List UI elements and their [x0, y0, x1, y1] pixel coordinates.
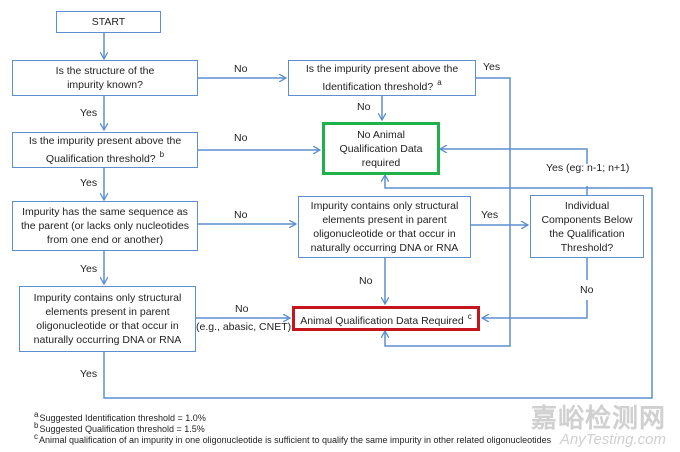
- no-animal-qualification-box: No Animal Qualification Data required: [322, 122, 440, 175]
- edge-label-structural-right-no: No: [359, 275, 373, 287]
- qualification-threshold-box: Is the impurity present above the Qualif…: [12, 132, 198, 168]
- qualification-threshold-label: Is the impurity present above the Qualif…: [28, 135, 182, 165]
- structure-known-box: Is the structure of the impurity known?: [12, 60, 198, 96]
- footnote-c: cAnimal qualification of an impurity in …: [34, 432, 552, 445]
- edge-label-qualification-yes: Yes: [80, 177, 98, 189]
- watermark-cn: 嘉峪检测网: [530, 404, 666, 434]
- structural-elements-left-label: Impurity contains only structural elemen…: [33, 292, 182, 346]
- individual-components-box: Individual Components Below the Qualific…: [530, 195, 644, 258]
- edge-label-sequence-no: No: [234, 209, 248, 221]
- footnote-b: bSuggested Qualification threshold = 1.5…: [34, 421, 205, 434]
- edge-label-individual-yes: Yes (eg: n-1; n+1): [546, 162, 630, 174]
- edge-label-structure-yes: Yes: [80, 107, 98, 119]
- structural-elements-right-box: Impurity contains only structural elemen…: [298, 196, 471, 258]
- edge-label-sequence-yes: Yes: [80, 263, 98, 275]
- edge-individual-no-lower: [482, 300, 588, 318]
- edge-label-identification-no: No: [357, 101, 371, 113]
- identification-threshold-box: Is the impurity present above the Identi…: [288, 60, 476, 96]
- footnote-ref-c: c: [467, 311, 472, 321]
- start-box: START: [56, 11, 161, 33]
- watermark-en: AnyTesting.com: [559, 431, 666, 448]
- edge-label-qualification-no: No: [234, 132, 248, 144]
- no-animal-qualification-label: No Animal Qualification Data required: [339, 128, 423, 169]
- identification-threshold-label: Is the impurity present above the Identi…: [305, 63, 459, 93]
- same-sequence-box: Impurity has the same sequence as the pa…: [12, 201, 198, 251]
- edge-label-structural-left-example: (e.g., abasic, CNET): [196, 321, 292, 333]
- edge-structural-left-yes: [103, 175, 653, 399]
- structural-elements-left-box: Impurity contains only structural elemen…: [19, 286, 196, 352]
- animal-qualification-required-label: Animal Qualification Data Required: [300, 314, 464, 327]
- footnote-ref-b: b: [159, 150, 165, 159]
- structural-elements-right-label: Impurity contains only structural elemen…: [310, 200, 459, 254]
- edge-label-identification-yes: Yes: [483, 61, 501, 73]
- structure-known-label: Is the structure of the impurity known?: [55, 65, 155, 91]
- individual-components-label: Individual Components Below the Qualific…: [541, 199, 633, 254]
- edge-label-structural-left-no: No: [235, 303, 249, 315]
- edge-label-structural-right-yes: Yes: [481, 209, 499, 221]
- footnote-ref-a: a: [437, 78, 442, 87]
- watermark: 嘉峪检测网 AnyTesting.com: [531, 398, 666, 448]
- edge-label-individual-no: No: [580, 284, 594, 296]
- footnote-a: aSuggested Identification threshold = 1.…: [34, 410, 206, 423]
- edge-label-structural-left-yes: Yes: [80, 368, 98, 380]
- edge-identification-yes: [385, 77, 511, 347]
- same-sequence-label: Impurity has the same sequence as the pa…: [20, 206, 190, 246]
- edge-individual-yes-upper: [440, 149, 588, 164]
- edge-label-structure-no: No: [234, 63, 248, 75]
- start-label: START: [91, 16, 126, 28]
